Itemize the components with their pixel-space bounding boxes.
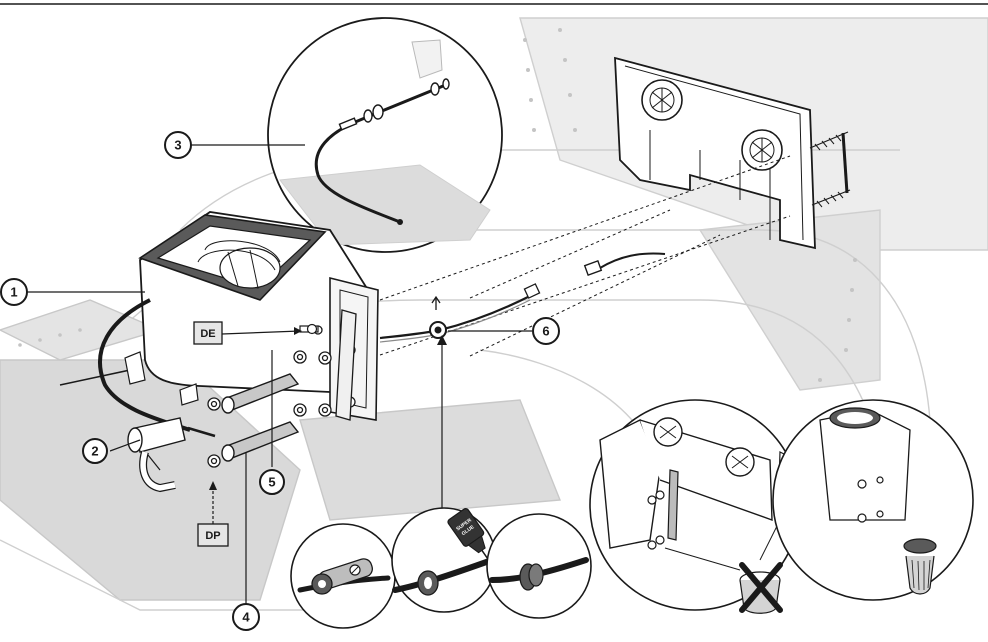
pump-mount	[179, 383, 199, 406]
callout-2-circle	[82, 438, 108, 464]
callout-4: 4	[232, 603, 260, 631]
callout-3-circle	[164, 131, 192, 159]
tag-dp: DP	[197, 481, 229, 547]
callout-1-circle	[0, 278, 28, 306]
duct-pipe-upper	[221, 373, 300, 414]
grommet-arrow	[431, 295, 441, 310]
tag-dp-label: DP	[205, 530, 220, 542]
rivets	[18, 28, 857, 382]
heater-fan-drum	[197, 240, 281, 289]
callout-1-label: 1	[10, 285, 17, 300]
floor-edge	[0, 539, 380, 611]
duct-pipe-lower	[221, 421, 300, 462]
callout-5-circle	[259, 469, 285, 495]
detail-circle-grommet-b	[486, 513, 592, 619]
callout-4-circle	[232, 603, 260, 631]
detail-circle-filter	[772, 399, 974, 601]
fuel-pump-valve	[127, 417, 216, 493]
callout-5-label: 5	[268, 475, 275, 490]
cover-fan-left	[641, 79, 683, 121]
exhaust-bolt	[299, 323, 319, 335]
detail-circle-cable	[267, 17, 503, 253]
floor-right	[299, 399, 562, 521]
callout-3-label: 3	[174, 138, 181, 153]
callout-2-label: 2	[91, 444, 98, 459]
loose-connector	[583, 252, 666, 276]
callout-6: 6	[532, 317, 560, 345]
fender-panel	[698, 209, 881, 391]
duct-pipes	[221, 373, 300, 462]
callout-5: 5	[257, 467, 287, 497]
fuel-line	[59, 369, 131, 386]
callout-6-label: 6	[542, 324, 549, 339]
cover-bolts	[809, 131, 851, 208]
detail-circle-glue: SUPER GLUE	[391, 507, 497, 613]
grommet-center	[434, 326, 442, 334]
cover-ribs	[649, 130, 771, 240]
cover-fan-right	[741, 129, 783, 171]
crossed-out-filter	[739, 562, 783, 614]
tag-de: DE	[193, 321, 302, 345]
detail-bracket	[411, 39, 443, 79]
heater-side-bracket	[335, 309, 357, 421]
harness-cable	[379, 295, 531, 340]
cover-inner-edge	[624, 65, 804, 241]
new-filter	[903, 538, 937, 595]
heater-unit	[138, 211, 379, 468]
cable-fittings	[338, 78, 450, 131]
callout-leaders	[26, 144, 532, 604]
harness-routing	[379, 283, 541, 508]
callout-3: 3	[164, 131, 192, 159]
heater-cover	[614, 56, 851, 250]
hose-clamp	[124, 351, 146, 385]
fuel-hose	[98, 298, 191, 432]
detail-circle-install	[589, 399, 801, 614]
callout-4-label: 4	[242, 610, 250, 625]
fuel-pump-assembly	[59, 298, 216, 493]
harness-plug	[523, 283, 541, 299]
cable-end	[397, 219, 403, 225]
callout-6-circle	[532, 317, 560, 345]
tag-de-label: DE	[200, 328, 215, 340]
callout-1: 1	[0, 278, 28, 306]
detail-circle-grommet-a	[290, 523, 396, 629]
glue-tube: SUPER GLUE	[447, 508, 489, 559]
callout-2: 2	[80, 436, 110, 466]
detail-pointer-arrow	[437, 335, 447, 345]
